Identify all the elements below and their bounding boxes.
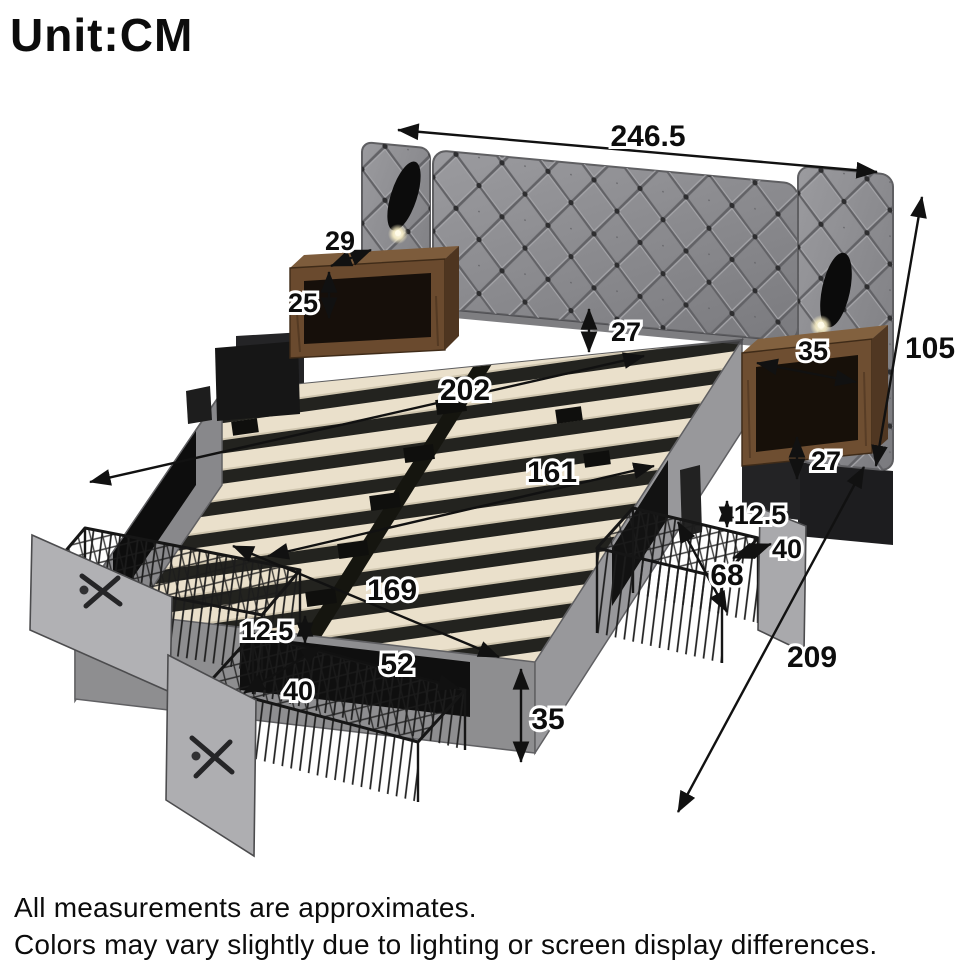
- dim-drawer-left-depth: 12.5: [241, 616, 294, 646]
- dim-drawer-right-width: 40: [772, 534, 802, 564]
- dim-frame-height: 35: [531, 703, 564, 736]
- dimension-labels: 246.5 29 25 27 35 105 202 161 27 12.5 40…: [238, 117, 958, 739]
- drawer-right: [595, 506, 807, 663]
- footer-note-colors: Colors may vary slightly due to lighting…: [14, 929, 878, 960]
- dim-headboard-height: 105: [905, 332, 955, 365]
- dim-slat-area-length: 202: [440, 374, 490, 407]
- headboard-shadow: [433, 308, 798, 350]
- dim-shelf-left-height: 25: [288, 288, 318, 318]
- footer-note-measurements: All measurements are approximates.: [14, 892, 477, 923]
- unit-label: Unit:CM: [10, 9, 194, 61]
- dim-total-length: 209: [787, 641, 837, 674]
- dim-drawer-right-length: 68: [710, 559, 743, 592]
- dim-drawer-left-width: 40: [283, 676, 313, 706]
- dim-shelf-right-width: 35: [798, 336, 828, 366]
- dim-shelf-right-clearance: 27: [811, 446, 841, 476]
- footer-notes: All measurements are approximates. Color…: [14, 889, 877, 963]
- dimension-lines: [89, 123, 927, 813]
- reading-light-left: [387, 161, 421, 244]
- drawer-left-upper-handle: [79, 573, 123, 609]
- reading-light-right: [810, 252, 852, 337]
- dim-headboard-gap: 27: [611, 317, 641, 347]
- headboard-main-panel: [432, 150, 799, 342]
- drawer-front-lower-handle: [189, 735, 235, 779]
- dim-total-width: 246.5: [610, 120, 685, 153]
- dim-shelf-left-depth: 29: [325, 226, 355, 256]
- dim-side-length: 169: [367, 574, 417, 607]
- dim-slat-area-width: 161: [527, 456, 577, 489]
- dim-drawer-right-depth: 12.5: [734, 500, 787, 530]
- dim-drawer-left-length: 52: [380, 648, 413, 681]
